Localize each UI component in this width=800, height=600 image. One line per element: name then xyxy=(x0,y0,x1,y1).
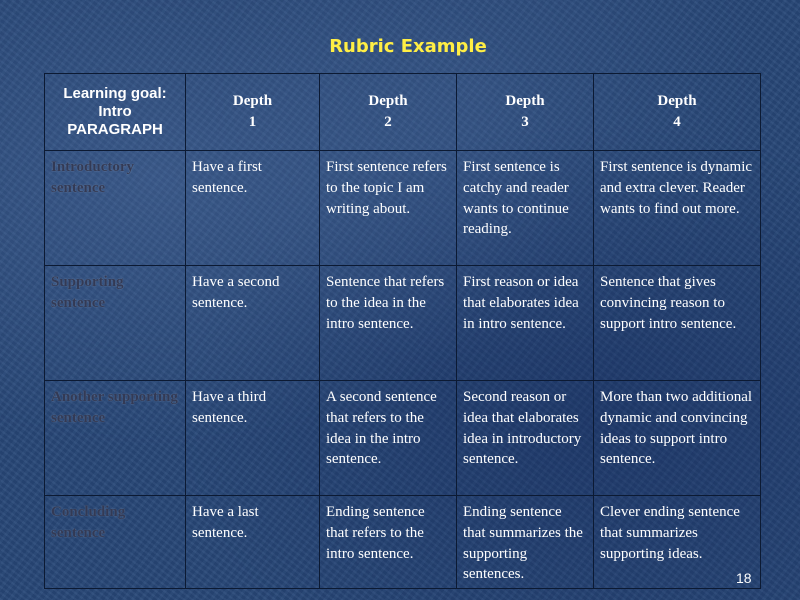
depth-word: Depth xyxy=(368,93,408,110)
depth-word: Depth xyxy=(232,93,273,110)
rubric-row-another-supporting: Another supporting sentence Have a third… xyxy=(44,380,761,496)
rubric-cell: First sentence is catchy and reader want… xyxy=(456,150,594,266)
learning-goal-line: Learning goal: xyxy=(63,85,167,102)
rubric-cell: A second sentence that refers to the ide… xyxy=(319,380,457,496)
rubric-cell: Sentence that refers to the idea in the … xyxy=(319,265,457,381)
depth-number: 4 xyxy=(673,114,681,130)
rubric-row-introductory: Introductory sentence Have a first sente… xyxy=(44,150,761,266)
rubric-cell: Ending sentence that summarizes the supp… xyxy=(456,495,594,589)
depth-1-header: Depth 1 xyxy=(185,73,320,151)
depth-word: Depth xyxy=(505,93,545,110)
rubric-cell: Second reason or idea that elaborates id… xyxy=(456,380,594,496)
rubric-header-row: Learning goal: Intro PARAGRAPH Depth 1 D… xyxy=(44,73,761,151)
depth-number: 1 xyxy=(248,114,257,130)
page-number: 18 xyxy=(736,570,752,586)
rubric-cell: First reason or idea that elaborates ide… xyxy=(456,265,594,381)
rubric-cell: Have a second sentence. xyxy=(185,265,320,381)
slide-title: Rubric Example xyxy=(329,36,487,57)
row-label: Another supporting sentence xyxy=(44,380,186,496)
learning-goal-line: PARAGRAPH xyxy=(67,121,163,138)
rubric-row-supporting: Supporting sentence Have a second senten… xyxy=(44,265,761,381)
rubric-cell: First sentence refers to the topic I am … xyxy=(319,150,457,266)
depth-2-header: Depth 2 xyxy=(319,73,457,151)
depth-word: Depth xyxy=(657,93,697,110)
depth-3-header: Depth 3 xyxy=(456,73,594,151)
rubric-cell: Ending sentence that refers to the intro… xyxy=(319,495,457,589)
depth-number: 3 xyxy=(521,114,529,130)
row-label: Concluding sentence xyxy=(44,495,186,589)
learning-goal-header: Learning goal: Intro PARAGRAPH xyxy=(44,73,186,151)
rubric-cell: Have a first sentence. xyxy=(185,150,320,266)
rubric-table: Learning goal: Intro PARAGRAPH Depth 1 D… xyxy=(44,73,761,589)
rubric-cell: More than two additional dynamic and con… xyxy=(593,380,761,496)
learning-goal-line: Intro xyxy=(98,103,132,120)
rubric-row-concluding: Concluding sentence Have a last sentence… xyxy=(44,495,761,589)
rubric-cell: Clever ending sentence that summarizes s… xyxy=(593,495,761,589)
rubric-cell: Sentence that gives convincing reason to… xyxy=(593,265,761,381)
rubric-cell: Have a last sentence. xyxy=(185,495,320,589)
row-label: Supporting sentence xyxy=(44,265,186,381)
depth-4-header: Depth 4 xyxy=(593,73,761,151)
rubric-cell: Have a third sentence. xyxy=(185,380,320,496)
rubric-cell: First sentence is dynamic and extra clev… xyxy=(593,150,761,266)
row-label: Introductory sentence xyxy=(44,150,186,266)
depth-number: 2 xyxy=(384,114,392,130)
